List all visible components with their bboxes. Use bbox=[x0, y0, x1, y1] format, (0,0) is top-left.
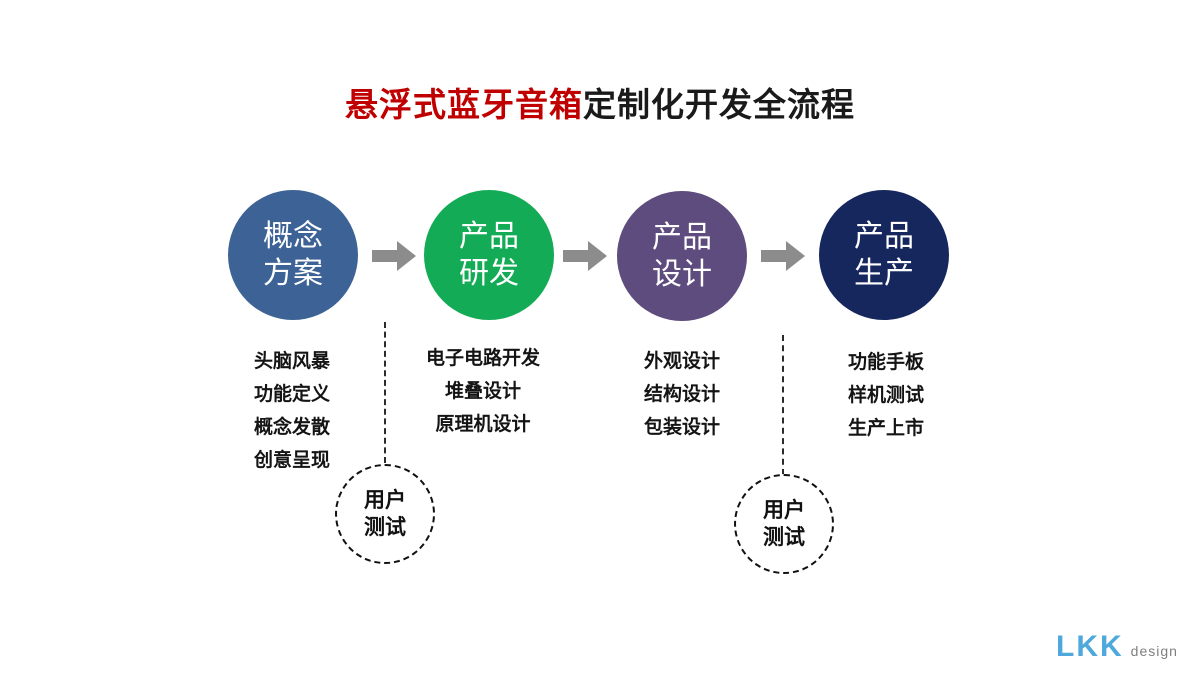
list-item: 功能定义 bbox=[253, 384, 330, 405]
stage-label-line: 概念 bbox=[263, 220, 323, 253]
lkk-logo-suffix: design bbox=[1130, 643, 1178, 659]
user-test-bubble: 用户 测试 bbox=[734, 474, 834, 574]
page-title-highlight: 悬浮式蓝牙音箱 bbox=[345, 86, 583, 123]
stage-label-line: 产品 bbox=[854, 220, 914, 253]
stage-label-line: 产品 bbox=[459, 220, 519, 253]
stage-list-design: 外观设计 结构设计 包装设计 bbox=[602, 345, 762, 444]
right-arrow-icon bbox=[761, 241, 805, 271]
user-test-label-line: 测试 bbox=[364, 516, 406, 539]
dashed-connector bbox=[782, 335, 784, 475]
lkk-logo-brand: LKK bbox=[1056, 630, 1124, 663]
user-test-label-line: 测试 bbox=[763, 526, 805, 549]
list-item: 头脑风暴 bbox=[253, 351, 330, 372]
stage-label-line: 产品 bbox=[652, 221, 712, 254]
list-item: 创意呈现 bbox=[253, 450, 330, 471]
user-test-bubble: 用户 测试 bbox=[335, 464, 435, 564]
list-item: 堆叠设计 bbox=[444, 381, 521, 402]
user-test-label-line: 用户 bbox=[364, 489, 406, 512]
list-item: 功能手板 bbox=[847, 352, 924, 373]
lkk-logo: LKK design bbox=[1056, 630, 1178, 664]
page-title-rest: 定制化开发全流程 bbox=[583, 86, 855, 123]
list-item: 结构设计 bbox=[643, 384, 720, 405]
list-item: 包装设计 bbox=[643, 417, 720, 438]
list-item: 生产上市 bbox=[847, 418, 924, 439]
user-test-label-line: 用户 bbox=[763, 499, 805, 522]
list-item: 外观设计 bbox=[643, 351, 720, 372]
stage-label-line: 设计 bbox=[652, 258, 712, 291]
stage-label-line: 生产 bbox=[854, 257, 914, 290]
stage-label-line: 方案 bbox=[263, 257, 323, 290]
page-title: 悬浮式蓝牙音箱定制化开发全流程 bbox=[0, 78, 1200, 126]
stage-list-concept: 头脑风暴 功能定义 概念发散 创意呈现 bbox=[212, 345, 372, 477]
stage-circle-rnd: 产品 研发 bbox=[424, 190, 554, 320]
right-arrow-icon bbox=[372, 241, 416, 271]
stage-list-production: 功能手板 样机测试 生产上市 bbox=[806, 346, 966, 445]
dashed-connector bbox=[384, 322, 386, 463]
stage-circle-design: 产品 设计 bbox=[617, 191, 747, 321]
list-item: 样机测试 bbox=[847, 385, 924, 406]
list-item: 电子电路开发 bbox=[425, 348, 540, 369]
list-item: 概念发散 bbox=[253, 417, 330, 438]
stage-circle-concept: 概念 方案 bbox=[228, 190, 358, 320]
list-item: 原理机设计 bbox=[435, 414, 531, 435]
right-arrow-icon bbox=[563, 241, 607, 271]
stage-list-rnd: 电子电路开发 堆叠设计 原理机设计 bbox=[403, 342, 563, 441]
stage-circle-production: 产品 生产 bbox=[819, 190, 949, 320]
stage-label-line: 研发 bbox=[459, 257, 519, 290]
